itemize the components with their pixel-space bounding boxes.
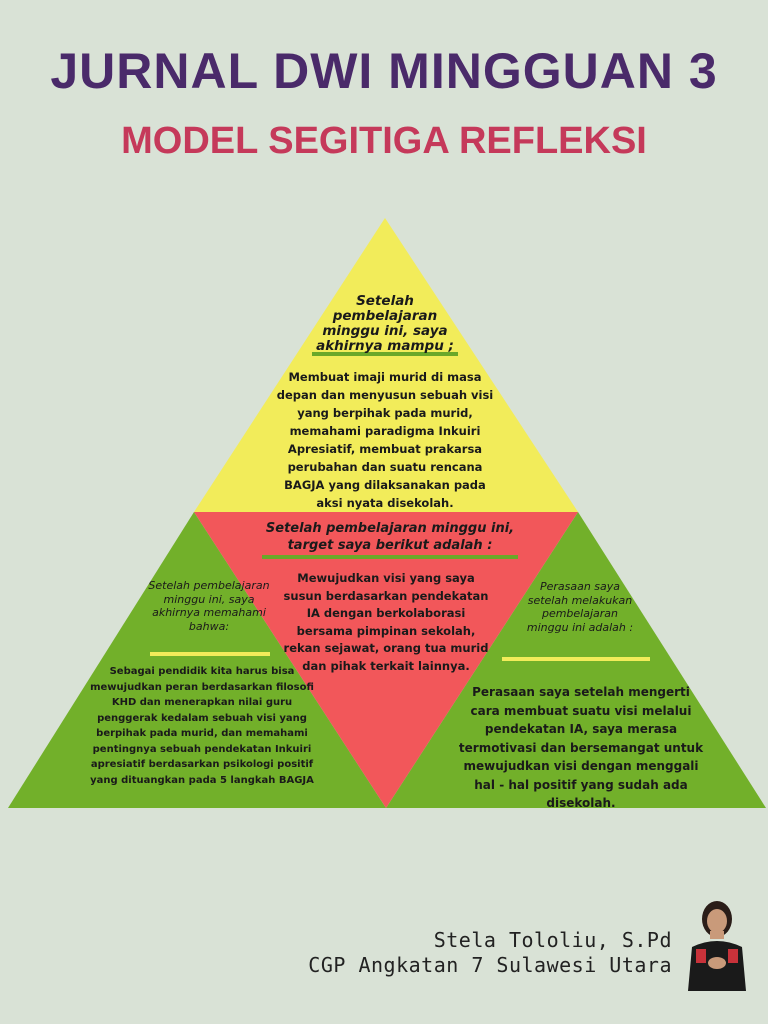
right-section-heading: Perasaan saya setelah melakukan pembelaj… — [526, 580, 634, 634]
center-section-body: Mewujudkan visi yang saya susun berdasar… — [283, 571, 489, 673]
left-green-triangle — [8, 512, 386, 808]
center-section-heading: Setelah pembelajaran minggu ini, target … — [265, 521, 515, 553]
left-heading-underline — [150, 652, 270, 656]
author-name: Stela Tololiu, S.Pd — [433, 928, 672, 952]
right-heading-underline — [502, 657, 650, 661]
right-section-body: Perasaan saya setelah mengerti cara memb… — [458, 685, 704, 810]
page-subtitle: MODEL SEGITIGA REFLEKSI — [121, 120, 647, 162]
top-yellow-triangle — [194, 218, 578, 512]
page-title: JURNAL DWI MINGGUAN 3 — [50, 43, 718, 99]
left-section-body: Sebagai pendidik kita harus bisa mewujud… — [90, 666, 314, 786]
top-section-body: Membuat imaji murid di masa depan dan me… — [276, 370, 494, 510]
top-heading-underline — [312, 352, 458, 356]
top-section-heading: Setelah pembelajaran minggu ini, saya ak… — [316, 293, 454, 354]
center-red-triangle — [194, 512, 578, 808]
avatar — [688, 901, 746, 991]
left-section-heading: Setelah pembelajaran minggu ini, saya ak… — [148, 579, 270, 633]
author-role: CGP Angkatan 7 Sulawesi Utara — [308, 953, 672, 977]
center-heading-underline — [262, 555, 518, 559]
